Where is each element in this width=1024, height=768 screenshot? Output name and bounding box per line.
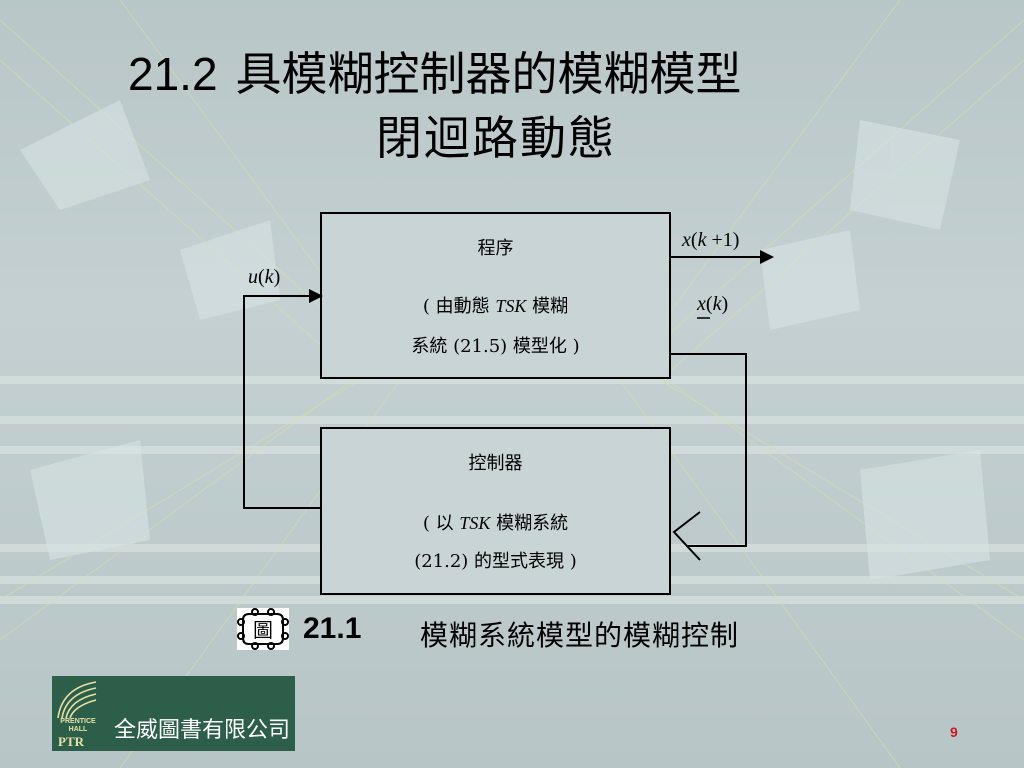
sig-u-k: k <box>264 266 274 288</box>
figure-number: 21.1 <box>303 612 362 645</box>
process-desc-text-2: 模糊 <box>526 296 569 317</box>
page-number: 9 <box>950 724 958 740</box>
title-text: 具模糊控制器的模糊模型 <box>235 47 742 101</box>
process-desc-text: ( 由動態 <box>422 296 496 317</box>
process-description-line-1: ( 由動態 TSK 模糊 <box>322 292 669 318</box>
controller-block: 控制器 ( 以 TSK 模糊系統 (21.2) 的型式表現 ) <box>320 427 671 595</box>
process-block: 程序 ( 由動態 TSK 模糊 系統 (21.5) 模型化 ) <box>320 212 671 379</box>
slide-title-line-2: 閉迴路動態 <box>376 111 616 165</box>
logo-prentice-hall: PRENTICE HALL <box>60 718 96 733</box>
sig-u-paren: ( <box>258 266 265 288</box>
slide-title-line-1: 21.2 具模糊控制器的模糊模型 <box>128 38 742 104</box>
controller-desc-text-2: 模糊系統 <box>490 513 569 534</box>
figure-caption: 模糊系統模型的模糊控制 <box>420 619 740 652</box>
controller-desc-text: ( 以 <box>422 513 460 534</box>
controller-label: 控制器 <box>468 453 523 474</box>
sig-x-paren: ( <box>705 293 713 315</box>
figure-glyph-icon: 圖 <box>237 608 289 650</box>
sig-x-next-var: x <box>682 229 691 251</box>
signal-x-k-plus-1: x(k +1) <box>682 229 739 252</box>
logo-ptr: PTR <box>58 734 84 749</box>
signal-u-k: u(k) <box>248 266 280 289</box>
sig-u-tail: ) <box>273 266 281 288</box>
controller-description-line-2: (21.2) 的型式表現 ) <box>414 551 577 572</box>
sig-x-var: x <box>697 293 706 315</box>
controller-desc-tsk: TSK <box>459 513 491 533</box>
sig-x-k: k <box>712 293 722 315</box>
sig-x-next-paren: ( <box>690 229 698 251</box>
signal-x-k: x(k) <box>697 293 728 316</box>
publisher-name: 全威圖書有限公司 <box>114 718 291 743</box>
publisher-logo: PRENTICE HALL PTR 全威圖書有限公司 <box>52 676 295 751</box>
sig-x-next-k: k <box>697 229 707 251</box>
controller-description-line-1: ( 以 TSK 模糊系統 <box>322 509 669 535</box>
sig-u-var: u <box>248 266 258 288</box>
section-number: 21.2 <box>128 48 218 100</box>
process-description-line-2: 系統 (21.5) 模型化 ) <box>411 336 580 357</box>
logo-arcs-icon <box>57 681 97 719</box>
figure-badge-char: 圖 <box>253 618 273 642</box>
sig-x-tail: ) <box>721 293 729 315</box>
process-desc-tsk: TSK <box>495 296 527 316</box>
sig-x-next-tail: +1) <box>706 229 740 251</box>
process-label: 程序 <box>477 238 514 259</box>
